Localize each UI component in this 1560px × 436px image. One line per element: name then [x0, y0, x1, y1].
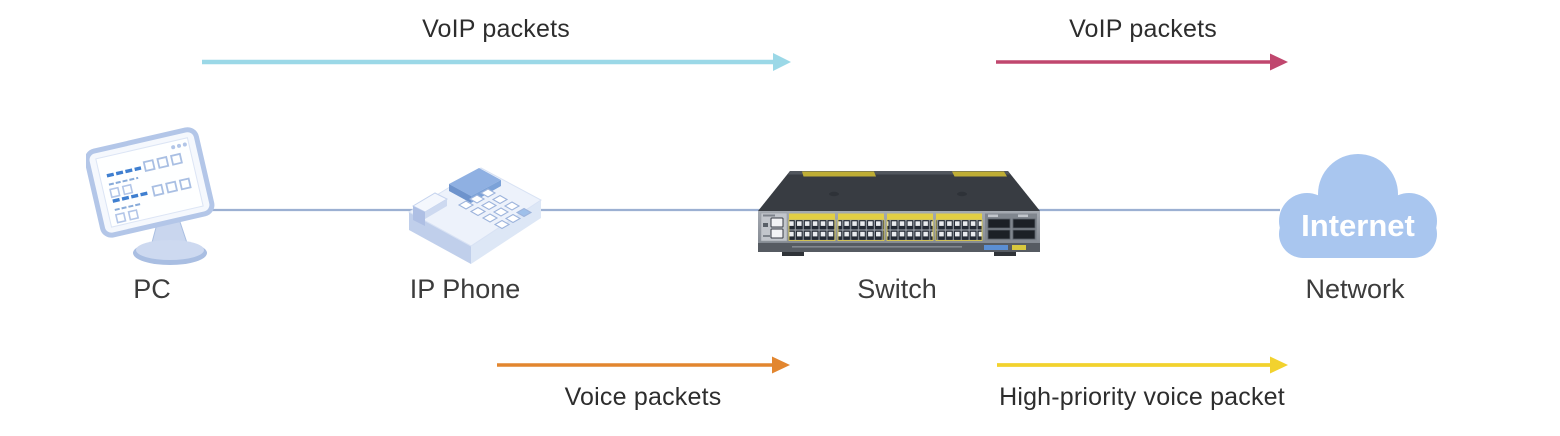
- arrowhead: [773, 53, 791, 71]
- sfp-slot: [987, 218, 1011, 229]
- mgmt-port: [770, 228, 784, 239]
- sfp-slot: [1012, 229, 1036, 240]
- arrowhead: [1270, 53, 1288, 71]
- voice-packets-arrow: [497, 356, 790, 374]
- port-group-3: [886, 219, 934, 241]
- internet-cloud-icon: Internet: [1279, 154, 1437, 258]
- high-priority-label: High-priority voice packet: [999, 383, 1285, 411]
- port-group-2: [837, 219, 885, 241]
- top-sticker-left: [802, 171, 876, 177]
- monitor-screen: [95, 137, 204, 228]
- ip-phone-icon: [408, 167, 542, 264]
- cloud-internet-text: Internet: [1301, 208, 1415, 243]
- arrowhead: [1270, 356, 1288, 374]
- arrowhead: [772, 356, 790, 374]
- phone-keypad: [457, 188, 533, 230]
- sfp-slot: [1012, 218, 1036, 229]
- top-sticker-right: [952, 171, 1007, 177]
- pc-icon: [86, 127, 215, 265]
- voip-packets-label-right: VoIP packets: [1069, 15, 1217, 43]
- ip-phone-label: IP Phone: [409, 274, 521, 304]
- switch-icon: [758, 171, 1040, 256]
- voip-packets-arrow-left: [202, 53, 791, 71]
- port-group-1: [788, 219, 836, 241]
- phone-screen: [449, 168, 501, 196]
- sfp-slot: [987, 229, 1011, 240]
- voice-packets-label: Voice packets: [564, 383, 722, 411]
- console-port: [770, 217, 784, 228]
- switch-label: Switch: [857, 274, 937, 304]
- network-label: Network: [1305, 274, 1405, 304]
- voip-packets-arrow-right: [996, 53, 1288, 71]
- high-priority-arrow: [997, 356, 1288, 374]
- pc-label: PC: [133, 274, 171, 304]
- switch-top: [758, 171, 1040, 211]
- voip-packets-label-left: VoIP packets: [422, 15, 570, 43]
- port-group-4: [935, 219, 983, 241]
